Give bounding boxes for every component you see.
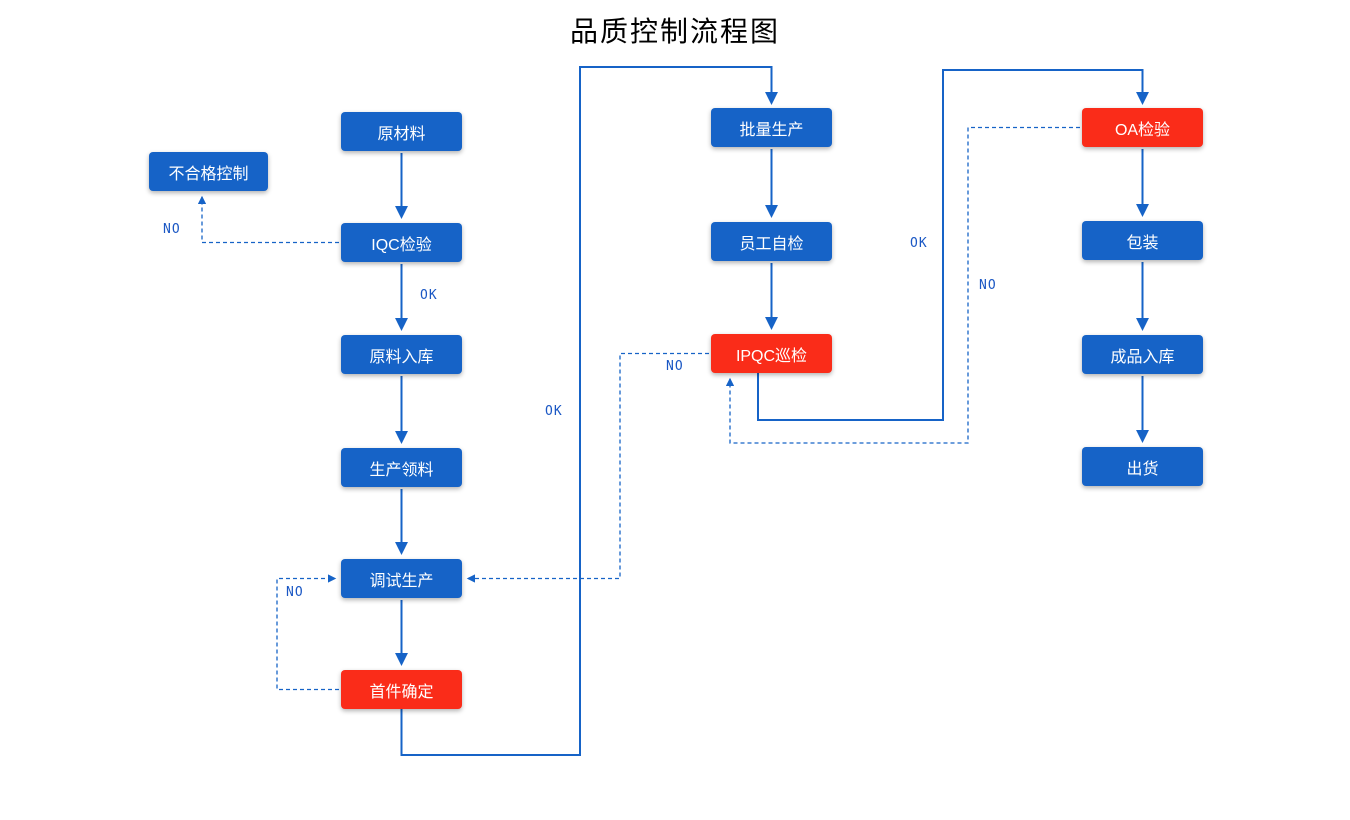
node-employee-self-check: 员工自检	[711, 222, 832, 261]
node-packaging: 包装	[1082, 221, 1203, 260]
node-label: 原料入库	[369, 348, 434, 366]
node-label: 出货	[1126, 460, 1159, 478]
edge-ipqc-to-oa	[757, 69, 1149, 421]
node-production-picking: 生产领料	[341, 448, 462, 487]
edge-ipqc-to-trial	[466, 352, 709, 583]
node-shipment: 出货	[1082, 447, 1203, 486]
node-label: IQC检验	[371, 236, 432, 254]
node-raw-material: 原材料	[341, 112, 462, 151]
node-raw-material-storage: 原料入库	[341, 335, 462, 374]
edge-label-ipqc-no: NO	[666, 359, 684, 374]
edge-label-ipqc-ok: OK	[910, 236, 928, 251]
node-finished-goods-storage: 成品入库	[1082, 335, 1203, 374]
node-label: 不合格控制	[168, 165, 249, 183]
diagram-title: 品质控制流程图	[569, 15, 780, 48]
node-iqc-inspection: IQC检验	[341, 223, 462, 262]
node-first-article-confirm: 首件确定	[341, 670, 462, 709]
node-label: 生产领料	[369, 461, 434, 479]
edge-oa-to-ipqc	[725, 126, 1080, 444]
node-label: 包装	[1126, 234, 1159, 252]
edge-iqc-to-nonconforming	[197, 195, 339, 244]
node-ipqc-inspection: IPQC巡检	[711, 334, 832, 373]
node-label: 批量生产	[739, 121, 804, 139]
edge-label-oa-no: NO	[979, 278, 997, 293]
node-label: OA检验	[1114, 121, 1171, 139]
edge-first-article-to-trial	[276, 574, 339, 691]
edge-label-iqc-ok: OK	[420, 288, 438, 303]
node-label: 员工自检	[739, 235, 804, 253]
edge-first-article-to-mass-production	[400, 66, 778, 756]
node-mass-production: 批量生产	[711, 108, 832, 147]
node-oa-inspection: OA检验	[1082, 108, 1203, 147]
node-label: 成品入库	[1110, 348, 1175, 366]
node-label: IPQC巡检	[735, 347, 808, 365]
node-label: 首件确定	[369, 683, 434, 701]
node-label: 调试生产	[369, 572, 434, 590]
edge-label-first-article-ok: OK	[545, 404, 563, 419]
node-label: 原材料	[377, 125, 426, 143]
edge-label-iqc-no: NO	[163, 222, 181, 237]
node-trial-production: 调试生产	[341, 559, 462, 598]
node-nonconforming-control: 不合格控制	[149, 152, 268, 191]
edge-label-first-article-no: NO	[286, 585, 304, 600]
